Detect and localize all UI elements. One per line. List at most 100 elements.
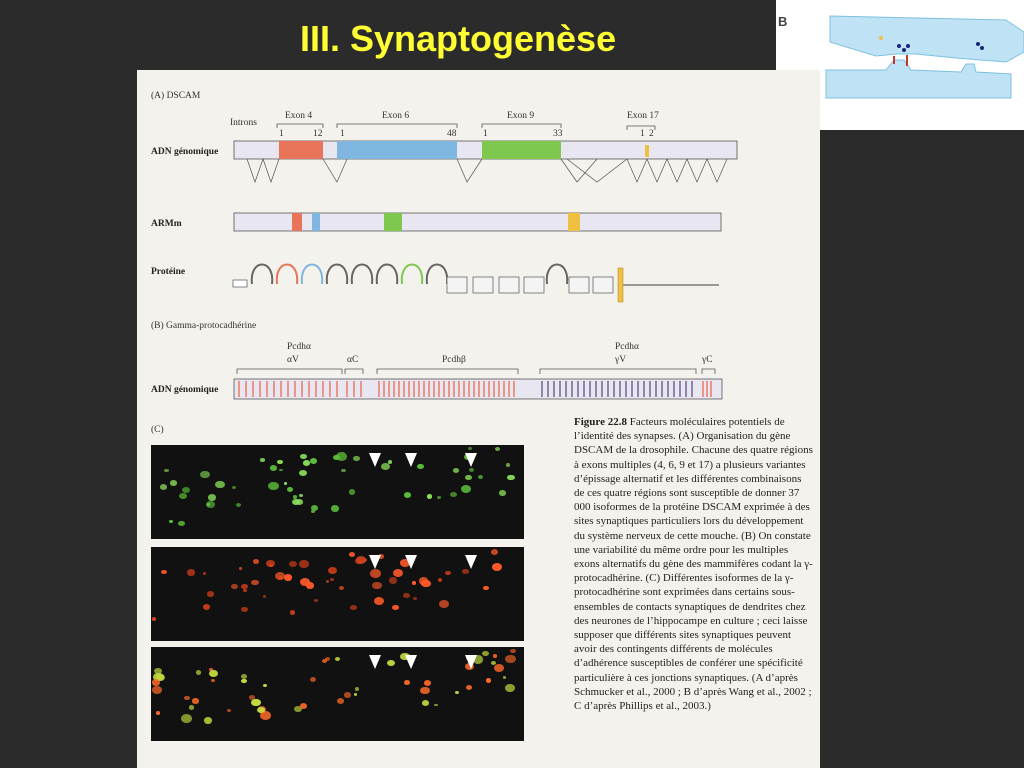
fluorescent-punctum bbox=[283, 482, 288, 486]
fluorescent-punctum bbox=[279, 468, 283, 472]
fluorescent-punctum bbox=[468, 447, 472, 450]
fluorescent-punctum bbox=[182, 486, 191, 494]
fluorescent-punctum bbox=[231, 485, 236, 489]
fluorescent-punctum bbox=[350, 605, 357, 611]
fluorescent-punctum bbox=[436, 495, 441, 500]
fluorescent-punctum bbox=[421, 699, 430, 706]
svg-text:33: 33 bbox=[553, 129, 563, 139]
fluorescent-punctum bbox=[309, 676, 317, 683]
svg-text:1: 1 bbox=[640, 129, 645, 139]
fluorescent-punctum bbox=[300, 453, 308, 460]
fluorescent-punctum bbox=[248, 694, 255, 700]
fluorescent-punctum bbox=[215, 480, 225, 489]
fluorescent-punctum bbox=[286, 486, 294, 492]
fluorescent-punctum bbox=[277, 577, 282, 581]
fluorescent-punctum bbox=[326, 580, 330, 583]
exon6-label: Exon 6 bbox=[382, 111, 409, 121]
fluorescent-punctum bbox=[152, 617, 157, 621]
caption-heading: Figure 22.8 bbox=[574, 416, 627, 428]
fluorescent-punctum bbox=[361, 558, 367, 563]
svg-text:2: 2 bbox=[649, 129, 654, 139]
fluorescent-punctum bbox=[160, 569, 167, 575]
fluorescent-punctum bbox=[411, 581, 416, 585]
fluorescent-punctum bbox=[392, 605, 399, 611]
fluorescent-punctum bbox=[336, 452, 347, 461]
fluorescent-punctum bbox=[336, 697, 344, 704]
fluorescent-punctum bbox=[251, 698, 261, 707]
fluorescent-punctum bbox=[236, 502, 242, 507]
pcdha-v-bottom: αV bbox=[287, 355, 299, 365]
fluorescent-punctum bbox=[241, 606, 249, 613]
fluorescent-punctum bbox=[387, 460, 393, 464]
svg-text:1: 1 bbox=[340, 129, 345, 139]
fluorescent-punctum bbox=[445, 571, 451, 576]
fluorescent-punctum bbox=[159, 483, 168, 490]
fluorescent-punctum bbox=[403, 592, 410, 598]
fluorescent-punctum bbox=[275, 571, 286, 581]
fluorescent-punctum bbox=[227, 708, 232, 712]
svg-text:1: 1 bbox=[483, 129, 488, 139]
slide-title: III. Synaptogenèse bbox=[300, 18, 617, 59]
panel-b-title: (B) Gamma-protocadhérine bbox=[151, 320, 256, 331]
fluorescent-punctum bbox=[483, 585, 490, 591]
fluorescent-punctum bbox=[413, 597, 418, 601]
fluorescent-punctum bbox=[178, 492, 187, 500]
fluorescent-punctum bbox=[465, 685, 472, 691]
arrowhead-marker bbox=[465, 655, 477, 669]
fluorescent-punctum bbox=[416, 463, 424, 470]
fluorescent-punctum bbox=[495, 447, 501, 452]
fluorescent-punctum bbox=[452, 467, 460, 474]
fluorescent-punctum bbox=[251, 579, 259, 586]
fluorescent-punctum bbox=[421, 579, 432, 588]
arrowhead-marker bbox=[369, 555, 381, 569]
fluorescent-punctum bbox=[334, 657, 341, 662]
fluorescent-punctum bbox=[243, 589, 247, 593]
protein-label: Protéine bbox=[151, 267, 185, 277]
fluorescent-punctum bbox=[437, 578, 442, 582]
fluorescent-punctum bbox=[310, 509, 315, 513]
fluorescent-punctum bbox=[354, 687, 360, 692]
gamma-c-label: γC bbox=[701, 355, 713, 365]
fluorescent-punctum bbox=[152, 679, 161, 686]
fluorescent-punctum bbox=[298, 470, 307, 477]
fluorescent-punctum bbox=[404, 491, 411, 498]
figure-caption: Figure 22.8 Facteurs moléculaires potent… bbox=[574, 415, 814, 713]
fluorescent-punctum bbox=[267, 481, 279, 491]
fluorescent-punctum bbox=[472, 655, 484, 664]
svg-text:48: 48 bbox=[447, 129, 457, 139]
fluorescent-punctum bbox=[183, 695, 190, 701]
fluorescent-punctum bbox=[169, 480, 177, 486]
fluorescent-punctum bbox=[372, 581, 382, 590]
fluorescent-punctum bbox=[438, 599, 450, 609]
fluorescent-punctum bbox=[293, 706, 302, 713]
fluorescent-punctum bbox=[352, 455, 360, 462]
fluorescent-punctum bbox=[239, 567, 243, 570]
fluorescent-punctum bbox=[494, 663, 505, 672]
fluorescent-punctum bbox=[180, 714, 192, 723]
arrowhead-marker bbox=[405, 453, 417, 467]
fluorescent-punctum bbox=[450, 491, 458, 498]
fluorescent-punctum bbox=[348, 552, 356, 558]
arrowhead-marker bbox=[405, 555, 417, 569]
fluorescent-punctum bbox=[202, 571, 207, 575]
fluorescent-punctum bbox=[434, 703, 438, 707]
fluorescent-punctum bbox=[492, 562, 503, 571]
fluorescent-punctum bbox=[373, 596, 385, 605]
pcdha-gv-top: Pcdhα bbox=[615, 342, 639, 352]
fluorescent-punctum bbox=[370, 569, 381, 579]
fluorescent-punctum bbox=[329, 577, 334, 581]
micrograph-green bbox=[151, 445, 524, 539]
fluorescent-punctum bbox=[404, 680, 411, 685]
fluorescent-punctum bbox=[200, 470, 210, 479]
fluorescent-punctum bbox=[207, 494, 217, 501]
fluorescent-punctum bbox=[262, 595, 266, 598]
caption-text: Facteurs moléculaires potentiels de l’id… bbox=[574, 416, 813, 713]
fluorescent-punctum bbox=[400, 652, 410, 661]
fluorescent-punctum bbox=[328, 566, 337, 574]
fluorescent-punctum bbox=[462, 568, 469, 574]
fluorescent-punctum bbox=[477, 474, 484, 480]
fluorescent-punctum bbox=[321, 658, 327, 663]
svg-text:1: 1 bbox=[279, 129, 284, 139]
fluorescent-punctum bbox=[262, 683, 267, 688]
fluorescent-punctum bbox=[153, 667, 162, 675]
